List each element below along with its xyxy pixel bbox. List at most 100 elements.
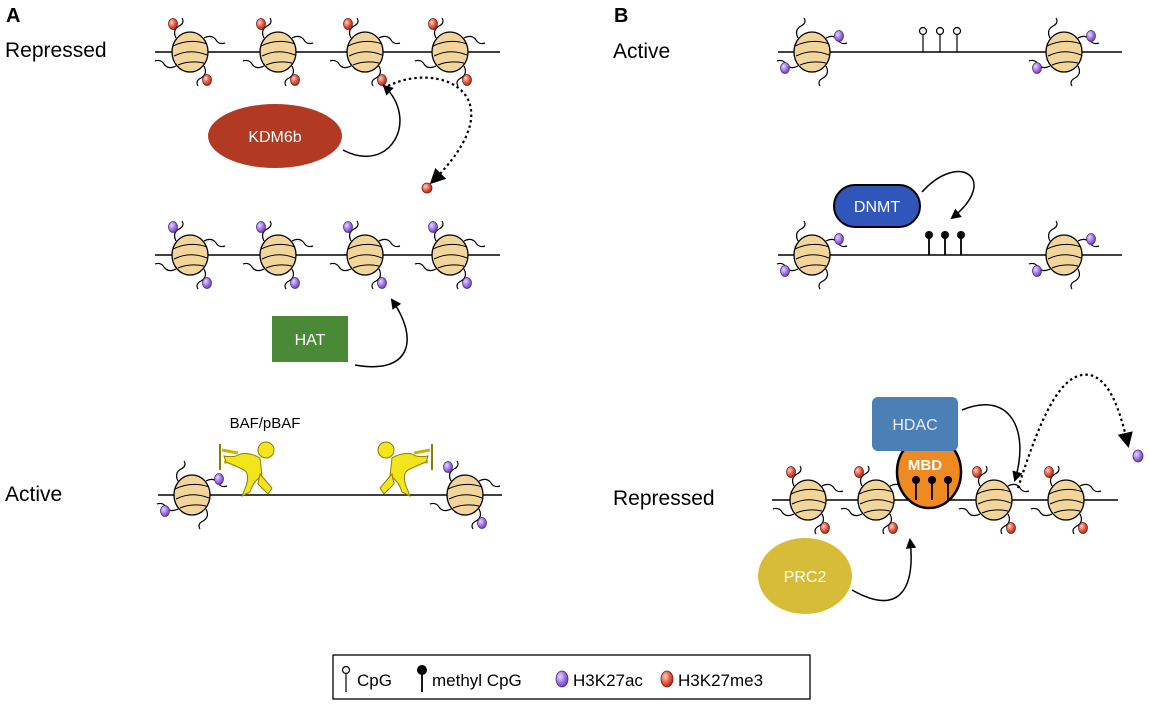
- nucleosome: [329, 220, 401, 290]
- cpg-icon: [341, 665, 351, 675]
- h3k27ac-mark: [256, 221, 266, 233]
- h3k27me3-mark: [343, 18, 353, 30]
- dnmt-label: DNMT: [854, 199, 900, 216]
- h3k27me3-mark: [202, 74, 212, 86]
- baf-label: BAF/pBAF: [230, 415, 301, 432]
- legend-cpg-item: CpG: [341, 665, 392, 692]
- nucleosome-row-b2: [776, 220, 1100, 290]
- hdac-label: HDAC: [892, 417, 937, 434]
- nucleosome: [242, 220, 314, 290]
- nucleosome: [414, 220, 486, 290]
- nucleosome: [1028, 17, 1100, 87]
- nucleosome: [1030, 465, 1102, 535]
- legend-h3k27me3-item: H3K27me3: [660, 670, 763, 690]
- h3k27ac-mark: [477, 517, 487, 529]
- hat-arrow: [354, 298, 408, 368]
- methyl-cpg-site: [957, 231, 965, 255]
- nucleosome: [840, 465, 912, 535]
- h3k27me3-mark: [462, 74, 472, 86]
- kdm6b-arrow: [342, 84, 401, 157]
- methyl-cpg-icon: [417, 665, 427, 675]
- h3k27ac-mark: [1086, 30, 1096, 42]
- nucleosome-row-a2: [154, 220, 486, 290]
- demethylation-dotted-arrow: [387, 76, 473, 185]
- methyl-cpg-site: [928, 476, 936, 500]
- h3k27ac-mark: [780, 62, 790, 74]
- prc2-arrow: [851, 537, 917, 602]
- hdac-enzyme: [872, 397, 958, 451]
- released-h3k27me3-mark: [421, 182, 433, 194]
- h3k27ac-mark: [343, 221, 353, 233]
- h3k27me3-mark: [290, 74, 300, 86]
- panel-b-repressed-label: Repressed: [613, 487, 715, 510]
- h3k27ac-mark: [834, 30, 844, 42]
- nucleosome: [242, 17, 314, 87]
- h3k27me3-mark: [256, 18, 266, 30]
- dnmt-enzyme: [833, 184, 921, 228]
- h3k27ac-icon: [555, 670, 569, 688]
- nucleosome: [154, 220, 226, 290]
- h3k27me3-mark: [854, 466, 864, 478]
- cpg-site: [952, 26, 962, 52]
- h3k27ac-mark: [462, 277, 472, 289]
- dnmt-arrow: [921, 171, 975, 220]
- legend-methyl-cpg-item: methyl CpG: [417, 665, 522, 692]
- h3k27me3-mark: [428, 18, 438, 30]
- h3k27ac-mark: [428, 221, 438, 233]
- panel-a-letter: A: [6, 5, 20, 27]
- h3k27me3-mark: [1006, 522, 1016, 534]
- h3k27ac-mark: [1032, 62, 1042, 74]
- legend-cpg-label: CpG: [357, 671, 392, 690]
- h3k27me3-mark: [1044, 466, 1054, 478]
- h3k27ac-mark: [160, 505, 170, 517]
- legend-h3k27ac-item: H3K27ac: [555, 670, 643, 690]
- h3k27ac-mark: [780, 265, 790, 277]
- baf-remodeler-right: [377, 441, 433, 498]
- nucleosome: [958, 465, 1030, 535]
- hat-label: HAT: [295, 332, 326, 349]
- h3k27me3-mark: [888, 522, 898, 534]
- methyl-cpg-site: [944, 476, 952, 500]
- nucleosome: [776, 220, 848, 290]
- nucleosome: [1028, 220, 1100, 290]
- h3k27me3-icon: [660, 670, 674, 688]
- panel-a-repressed-label: Repressed: [5, 39, 107, 62]
- h3k27me3-mark: [820, 522, 830, 534]
- kdm6b-enzyme: [208, 104, 342, 168]
- legend-methyl-cpg-label: methyl CpG: [432, 671, 522, 690]
- prc2-enzyme: [758, 538, 852, 614]
- deacetylation-dotted-arrow: [1016, 373, 1133, 489]
- panel-b-active-label: Active: [613, 40, 670, 63]
- h3k27me3-mark: [168, 18, 178, 30]
- panel-b-letter: B: [614, 5, 628, 27]
- nucleosome-row-b3: [772, 465, 1102, 535]
- h3k27ac-mark: [202, 277, 212, 289]
- h3k27ac-mark: [443, 461, 453, 473]
- h3k27me3-mark: [1078, 522, 1088, 534]
- methyl-cpg-site: [925, 231, 933, 255]
- methyl-cpg-site: [941, 231, 949, 255]
- nucleosome: [329, 17, 401, 87]
- nucleosome-row-a3: [156, 460, 501, 530]
- h3k27ac-mark: [1086, 233, 1096, 245]
- nucleosome: [154, 17, 226, 87]
- hdac-arrow: [961, 404, 1023, 483]
- h3k27ac-mark: [168, 221, 178, 233]
- h3k27ac-mark: [1032, 265, 1042, 277]
- kdm6b-label: KDM6b: [248, 129, 301, 146]
- nucleosome: [776, 17, 848, 87]
- cpg-sites-methylated-mbd: [912, 476, 952, 500]
- h3k27ac-mark: [377, 277, 387, 289]
- h3k27ac-mark: [290, 277, 300, 289]
- h3k27me3-mark: [972, 466, 982, 478]
- h3k27me3-mark: [377, 74, 387, 86]
- nucleosome-row-b1: [776, 17, 1100, 87]
- panel-a-active-label: Active: [5, 483, 62, 506]
- h3k27ac-mark: [834, 233, 844, 245]
- nucleosome: [414, 17, 486, 87]
- nucleosome-row-a1: [154, 17, 486, 87]
- h3k27ac-mark: [214, 473, 224, 485]
- baf-remodeler-left: [219, 441, 275, 498]
- legend-box: [332, 654, 811, 700]
